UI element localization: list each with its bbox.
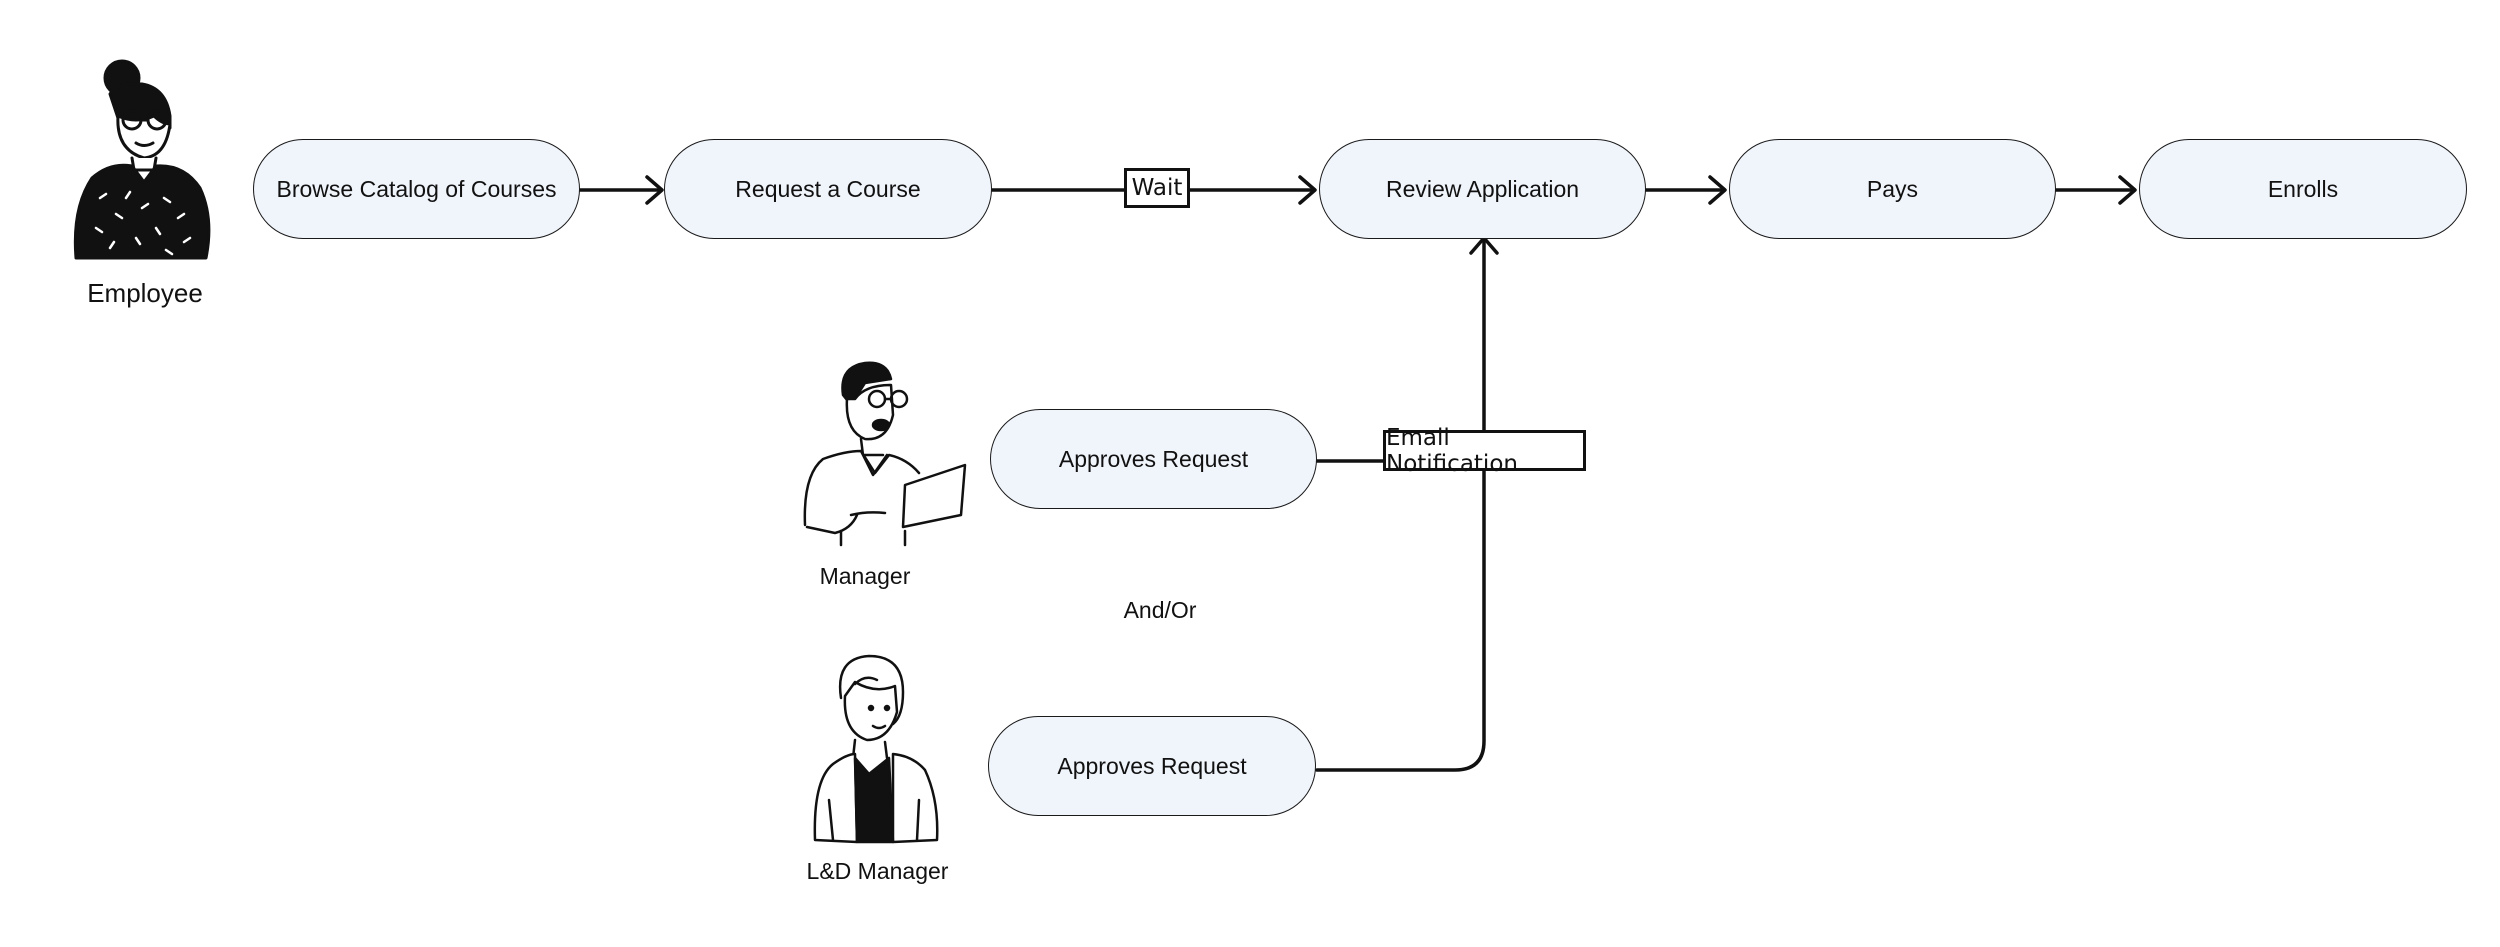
arrowhead [1708, 175, 1727, 205]
arrowhead [2118, 175, 2137, 205]
edge-approvals-to-review [1315, 238, 1486, 772]
and-or-label: And/Or [1123, 597, 1197, 623]
step-review-application[interactable]: Review Application [1319, 139, 1646, 239]
ld-manager-avatar [813, 654, 939, 844]
step-pays[interactable]: Pays [1729, 139, 2056, 239]
ld-manager-label: L&D Manager [806, 858, 949, 884]
manager-label: Manager [819, 563, 911, 589]
step-manager-approves[interactable]: Approves Request [990, 409, 1317, 509]
employee-label: Employee [87, 278, 203, 308]
wait-label: Wait [1124, 168, 1190, 208]
email-notification-label: Email Notification [1383, 425, 1586, 477]
step-enrolls[interactable]: Enrolls [2139, 139, 2467, 239]
step-browse-catalog[interactable]: Browse Catalog of Courses [253, 139, 580, 239]
employee-avatar [73, 59, 211, 260]
arrowhead [1298, 175, 1317, 205]
step-ld-manager-approves[interactable]: Approves Request [988, 716, 1316, 816]
step-request-course[interactable]: Request a Course [664, 139, 992, 239]
arrowhead [645, 175, 664, 205]
manager-avatar [803, 361, 967, 547]
